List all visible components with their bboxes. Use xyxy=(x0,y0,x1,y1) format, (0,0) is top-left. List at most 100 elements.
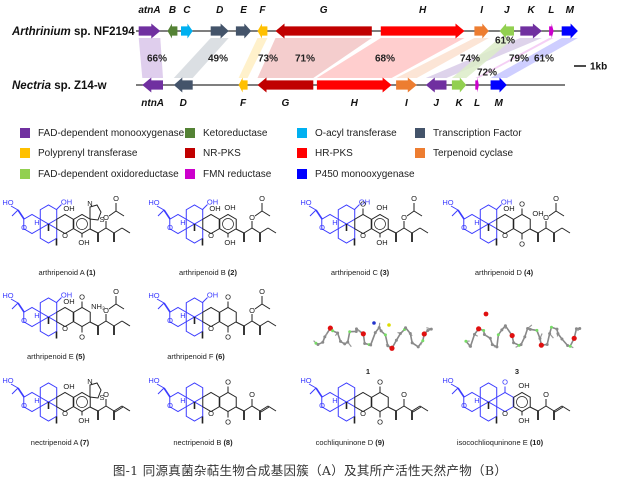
bond xyxy=(537,227,547,234)
atom-ball xyxy=(560,337,564,341)
atom-ball xyxy=(495,345,499,349)
bond xyxy=(105,405,115,412)
bond xyxy=(115,210,125,217)
gene-label-top: G xyxy=(320,5,328,16)
bond xyxy=(315,209,323,220)
atom-ball xyxy=(408,332,412,336)
legend-label: Transcription Factor xyxy=(433,127,522,139)
bond xyxy=(105,320,115,327)
atom-ball xyxy=(538,342,544,348)
atom-ball xyxy=(528,327,532,331)
atom-label: OH xyxy=(532,209,543,218)
legend-item-o-acyl-transferase: O-acyl transferase xyxy=(297,126,397,140)
legend-swatch xyxy=(20,128,30,138)
legend-label: Terpenoid cyclase xyxy=(433,147,514,159)
legend-swatch xyxy=(185,169,195,179)
thiazole-ring xyxy=(89,382,102,399)
gene-arrow-bottom-i xyxy=(396,77,417,93)
ring-bond xyxy=(202,213,220,235)
identity-percent: 74% xyxy=(460,54,480,65)
bond xyxy=(11,387,19,395)
atom-label: O xyxy=(502,378,508,387)
atom-label: OH xyxy=(209,204,220,213)
legend-item-transcription-factor: Transcription Factor xyxy=(415,126,522,140)
ring-bond xyxy=(496,391,514,413)
organism-top: Arthrinium sp. NF2194 xyxy=(11,26,135,38)
atom-label: OH xyxy=(518,416,529,425)
bond xyxy=(395,227,405,234)
bond xyxy=(251,320,261,327)
compound-number: (3) xyxy=(380,268,390,277)
atom-label: O xyxy=(225,293,231,302)
ring-bond xyxy=(337,204,356,225)
atom-label: OH xyxy=(359,198,370,207)
legend-label: FAD-dependent monooxygenase xyxy=(38,127,185,139)
atom-label: S xyxy=(99,393,104,402)
ring-bond xyxy=(202,306,220,328)
atom-label: OH xyxy=(376,203,387,212)
atom-ball xyxy=(473,332,477,336)
atom-ball xyxy=(509,332,515,339)
compound-name: arthripenoid F xyxy=(167,352,215,361)
crystal-structure-1 xyxy=(313,321,433,351)
atom-label: OH xyxy=(61,291,72,300)
bond xyxy=(259,227,269,234)
atom-label: O xyxy=(319,401,325,410)
atom-label: OH xyxy=(61,198,72,207)
bond xyxy=(309,387,317,395)
atom-label: H xyxy=(180,218,185,227)
identity-percent: 79% xyxy=(509,54,529,65)
atom-label: O xyxy=(208,409,214,418)
ring-bond xyxy=(185,382,204,403)
bond xyxy=(450,383,459,389)
atom-ball xyxy=(377,326,381,330)
atom-ball xyxy=(566,344,570,348)
crystal-structure-3 xyxy=(464,311,582,349)
identity-percent: 72% xyxy=(477,68,497,79)
bond xyxy=(411,405,421,412)
bond xyxy=(251,405,261,412)
gene-arrow-top-f xyxy=(257,23,268,39)
legend-item-ketoreductase: Ketoreductase xyxy=(185,126,268,140)
bond xyxy=(156,298,165,304)
bond xyxy=(308,205,317,211)
atom-ball xyxy=(316,342,320,346)
ring-bond xyxy=(219,306,237,328)
bond xyxy=(308,383,317,389)
atom-ball xyxy=(464,339,468,343)
atom-label: O xyxy=(225,378,231,387)
bond xyxy=(267,227,277,234)
bond xyxy=(157,302,165,310)
bond xyxy=(413,210,423,217)
legend-swatch xyxy=(185,128,195,138)
atom-ball xyxy=(496,333,500,337)
atom-ball xyxy=(429,327,433,331)
bond xyxy=(457,387,465,398)
scale-bar-label: 1kb xyxy=(590,62,607,73)
bond xyxy=(56,204,62,210)
atom-label: O xyxy=(502,231,508,240)
atom-label: O xyxy=(401,213,407,222)
legend-label: P450 monooxygenase xyxy=(315,168,415,180)
atom-ball xyxy=(571,335,577,341)
bond xyxy=(11,209,19,217)
legend-label: NR-PKS xyxy=(203,147,241,159)
bond xyxy=(469,334,476,347)
ring-bond xyxy=(496,213,514,235)
ring-bond xyxy=(371,391,389,413)
atom-label: O xyxy=(167,316,173,325)
bond xyxy=(403,227,413,234)
atom-label: H xyxy=(180,396,185,405)
bond xyxy=(113,405,123,412)
compound-label-4: arthripenoid D (4) xyxy=(475,268,534,277)
legend-swatch xyxy=(297,128,307,138)
atom-ball xyxy=(421,339,425,343)
gene-label-bottom: M xyxy=(495,98,504,109)
atom-label: N xyxy=(87,199,92,208)
bond xyxy=(546,333,551,345)
atom-ball xyxy=(548,332,552,336)
legend-swatch xyxy=(20,148,30,158)
